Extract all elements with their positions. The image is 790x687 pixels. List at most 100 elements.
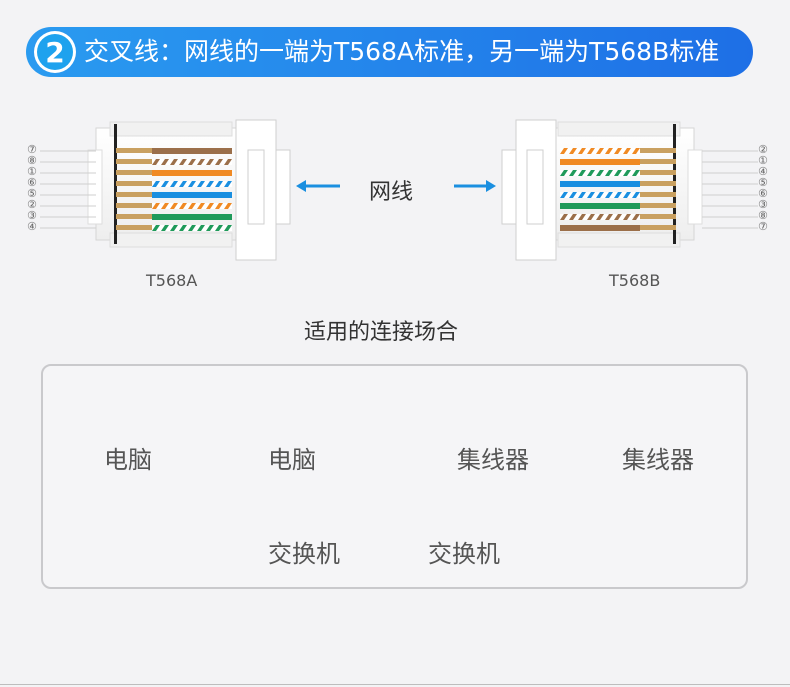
pin-number: ⑦ [758, 220, 768, 233]
gold-contact [116, 159, 152, 164]
wire-stripe [179, 181, 187, 187]
wire-stripe [170, 181, 178, 187]
wire-stripe [623, 170, 631, 176]
gold-contact [640, 170, 676, 175]
wire-stripe [596, 214, 604, 220]
gold-contact [640, 225, 676, 230]
pin-number: ③ [27, 209, 37, 222]
wire-stripe [215, 181, 223, 187]
pin-number: ④ [27, 220, 37, 233]
pin-number: ⑧ [758, 209, 768, 222]
wire-stripe [632, 148, 640, 154]
wire-solid [560, 181, 640, 187]
wire-stripe [560, 192, 568, 198]
wire-stripe [632, 214, 640, 220]
gold-contact [640, 214, 676, 219]
wire-stripe [605, 170, 613, 176]
wire-stripe [197, 159, 205, 165]
pc-left-label: 电脑 [104, 446, 152, 474]
center-arrows [296, 180, 496, 192]
pin-number: ⑤ [758, 176, 768, 189]
pin-number: ② [27, 198, 37, 211]
title-banner [26, 27, 753, 77]
wire-stripe [578, 214, 586, 220]
gold-contact [116, 203, 152, 208]
pc-right-label: 电脑 [268, 446, 316, 474]
wire-stripe [569, 192, 577, 198]
wire-stripe [587, 170, 595, 176]
pin-number: ⑤ [27, 187, 37, 200]
t568a-connector [87, 119, 291, 261]
wire-stripe [560, 170, 568, 176]
wire-stripe [152, 181, 160, 187]
wire-stripe [560, 214, 568, 220]
gold-contact [116, 214, 152, 219]
pin-number: ⑧ [27, 154, 37, 167]
hub-left-label: 集线器 [457, 446, 529, 474]
wire-stripe [587, 148, 595, 154]
wire-solid [152, 170, 232, 176]
gold-contact [116, 225, 152, 230]
wire-stripe [224, 181, 232, 187]
wire-stripe [206, 225, 214, 231]
cable-label: 网线 [369, 180, 414, 205]
wire-stripe [596, 148, 604, 154]
wire-stripe [596, 170, 604, 176]
gold-contact [640, 148, 676, 153]
t568a-label: T568A [146, 271, 198, 290]
wire-stripe [179, 225, 187, 231]
wire-solid [560, 225, 640, 231]
wire-solid [560, 159, 640, 165]
pin-number: ④ [758, 165, 768, 178]
wire-stripe [605, 214, 613, 220]
wire-stripe [206, 159, 214, 165]
wire-stripe [215, 203, 223, 209]
wire-solid [152, 148, 232, 154]
t568b-connector [501, 119, 703, 261]
gold-contact [640, 203, 676, 208]
wire-stripe [161, 225, 169, 231]
pin-number: ⑦ [27, 143, 37, 156]
wire-stripe [188, 203, 196, 209]
wire-stripe [197, 225, 205, 231]
wire-stripe [569, 170, 577, 176]
wire-stripe [614, 170, 622, 176]
step-number-badge: 2 [34, 31, 76, 73]
wire-stripe [578, 192, 586, 198]
wire-stripe [614, 148, 622, 154]
wire-stripe [614, 214, 622, 220]
pin-number: ① [758, 154, 768, 167]
wire-stripe [560, 148, 568, 154]
wire-stripe [161, 159, 169, 165]
wire-stripe [224, 225, 232, 231]
wire-stripe [623, 148, 631, 154]
wire-stripe [152, 225, 160, 231]
wire-stripe [632, 170, 640, 176]
pin-number: ① [27, 165, 37, 178]
gold-contact [116, 192, 152, 197]
wire-stripe [605, 148, 613, 154]
wire-stripe [206, 181, 214, 187]
wire-stripe [197, 203, 205, 209]
bottom-divider [0, 684, 790, 685]
wire-stripe [170, 225, 178, 231]
gold-contact [640, 192, 676, 197]
wire-stripe [152, 203, 160, 209]
wire-stripe [578, 148, 586, 154]
gold-contact [116, 148, 152, 153]
hub-right-label: 集线器 [622, 446, 694, 474]
usage-panel [41, 364, 748, 589]
pin-number: ⑥ [758, 187, 768, 200]
wire-stripe [587, 192, 595, 198]
step-number: 2 [37, 34, 73, 70]
wire-stripe [569, 214, 577, 220]
wire-stripe [596, 192, 604, 198]
wire-stripe [614, 192, 622, 198]
wire-stripe [578, 170, 586, 176]
wire-stripe [623, 214, 631, 220]
wire-stripe [632, 192, 640, 198]
pin-number: ② [758, 143, 768, 156]
switch-left-label: 交换机 [268, 540, 340, 568]
wire-stripe [188, 159, 196, 165]
